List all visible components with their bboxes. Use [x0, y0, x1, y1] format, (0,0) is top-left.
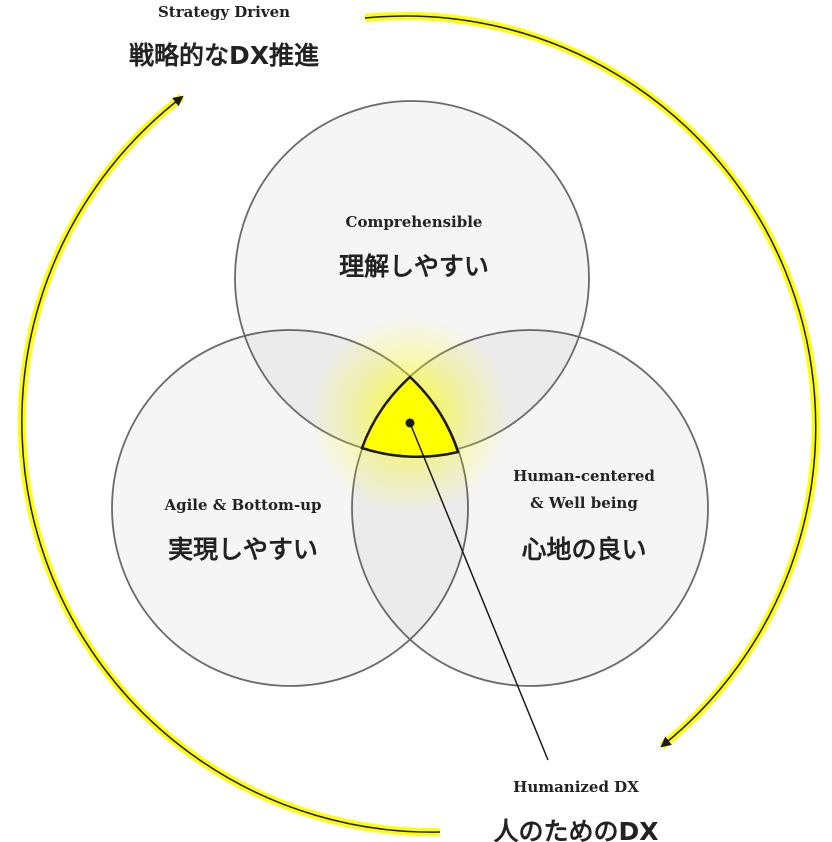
- strategy-label-en: Strategy Driven: [158, 3, 290, 21]
- center-dot: [405, 418, 415, 428]
- cycle-arc-left: [17, 93, 441, 837]
- top-circle-label-ja: 理解しやすい: [339, 252, 489, 281]
- right-circle-label-en-1: Human-centered: [513, 467, 655, 485]
- cycle-arc-right: [364, 12, 820, 750]
- top-circle-label-en: Comprehensible: [346, 213, 483, 231]
- right-circle-label-en-2: & Well being: [530, 494, 638, 512]
- humanized-label-ja: 人のためのDX: [493, 817, 658, 842]
- humanized-label-en: Humanized DX: [513, 778, 639, 796]
- right-circle-label-ja: 心地の良い: [521, 535, 646, 564]
- strategy-label-ja: 戦略的なDX推進: [129, 41, 319, 70]
- left-circle-label-en: Agile & Bottom-up: [163, 496, 321, 514]
- intersection-highlight: [360, 375, 460, 459]
- left-circle-label-ja: 実現しやすい: [168, 535, 318, 564]
- leader-line: [409, 422, 549, 761]
